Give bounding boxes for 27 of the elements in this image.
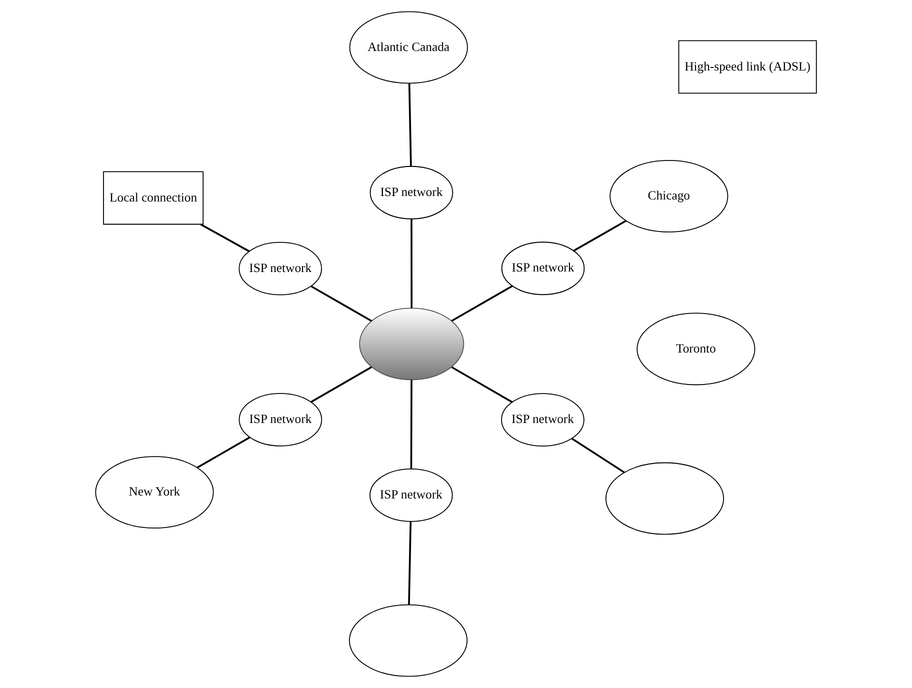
connector — [408, 83, 412, 166]
connector — [451, 366, 513, 403]
node-box: Local connection — [103, 171, 204, 225]
connector — [196, 436, 250, 468]
connector — [573, 220, 627, 252]
node-ellipse: Atlantic Canada — [349, 11, 468, 84]
node-ellipse — [348, 604, 468, 677]
node-ellipse: ISP network — [370, 468, 453, 522]
connector — [571, 438, 625, 474]
connector — [310, 285, 372, 322]
node-ellipse: Chicago — [610, 160, 728, 232]
node-ellipse: New York — [95, 456, 214, 529]
connector — [200, 223, 250, 252]
node-ellipse: ISP network — [501, 242, 585, 296]
connector — [451, 285, 513, 322]
connector — [410, 380, 412, 469]
node-cloud — [359, 308, 464, 380]
connector — [410, 218, 412, 308]
node-ellipse: ISP network — [238, 242, 322, 296]
node-ellipse: ISP network — [370, 166, 454, 220]
connector — [310, 366, 372, 403]
node-ellipse: ISP network — [501, 393, 584, 446]
node-ellipse — [605, 462, 724, 535]
node-ellipse: Toronto — [636, 312, 756, 386]
node-box: High-speed link (ADSL) — [678, 40, 817, 94]
node-ellipse: ISP network — [238, 392, 322, 446]
connector — [408, 522, 412, 605]
